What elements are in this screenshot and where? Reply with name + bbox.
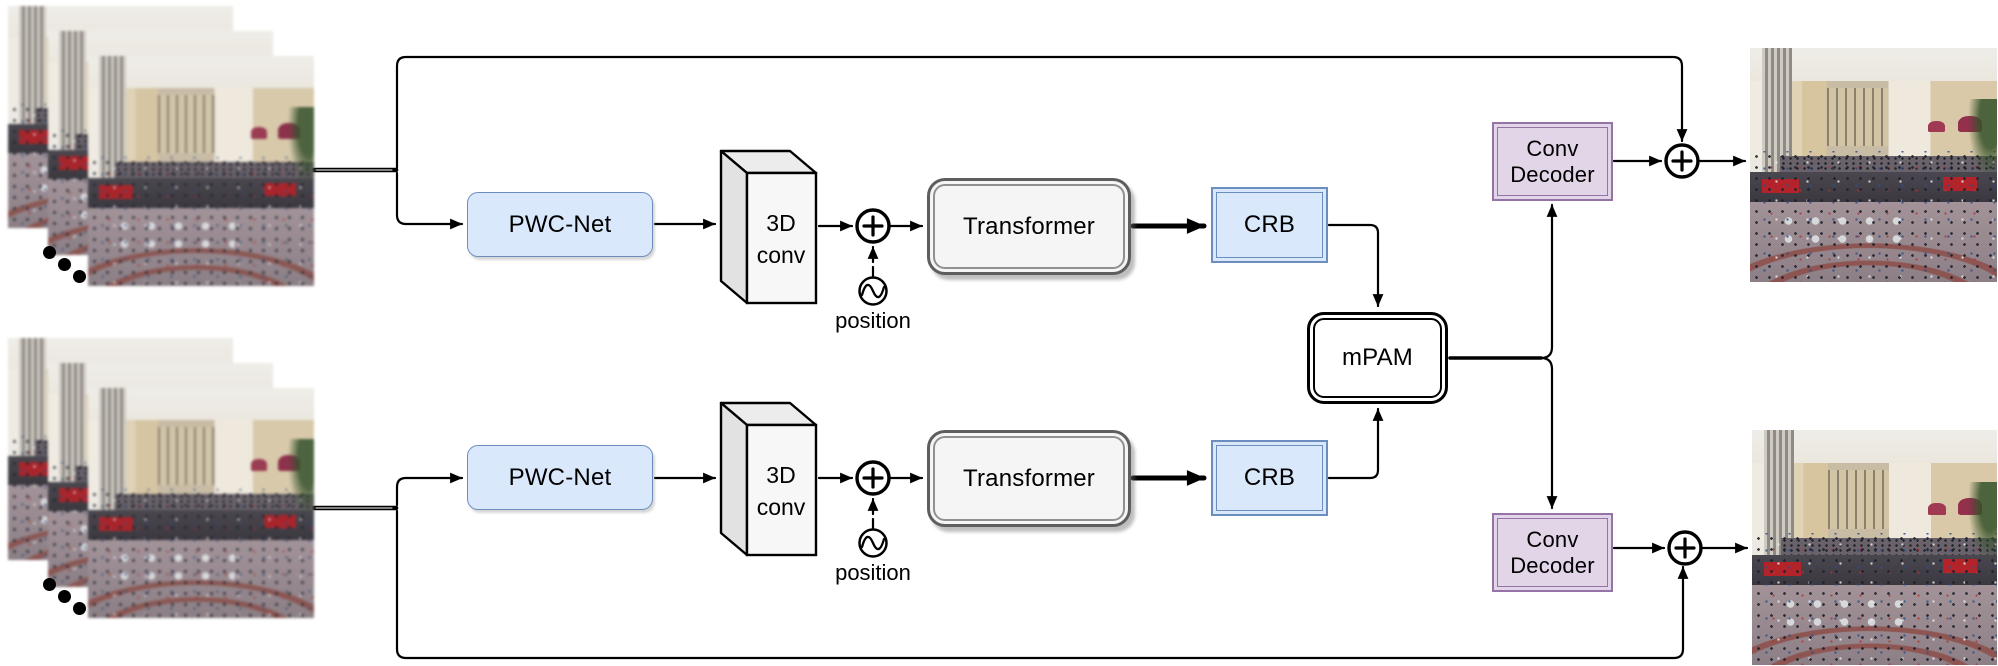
- ellipsis-dot-icon: [58, 590, 71, 603]
- conv-decoder-label-line2: Decoder: [1510, 552, 1595, 578]
- transformer-block-top: Transformer: [927, 178, 1131, 275]
- input-frame-photo: [88, 56, 314, 286]
- crb-block-top: CRB: [1211, 187, 1328, 263]
- output-frame-top: [1750, 48, 1997, 282]
- photo-layer: [284, 438, 314, 526]
- wire-crb-to-mpam-top: [1327, 223, 1384, 308]
- cuboid-front-face: [745, 171, 818, 305]
- pwc-net-label: PWC-Net: [508, 463, 612, 491]
- wire-skip-bottom: [395, 509, 1689, 660]
- transformer-block-bottom: Transformer: [927, 430, 1131, 527]
- photo-layer: [158, 427, 215, 485]
- conv3d-label-line2: conv: [757, 242, 806, 268]
- plus-icon: [855, 208, 891, 244]
- ellipsis-dot-icon: [43, 246, 56, 259]
- transformer-inner: Transformer: [933, 184, 1125, 269]
- conv3d-block-top: 3D conv: [719, 149, 819, 305]
- wire-input-to-pwc-bottom: [395, 472, 464, 507]
- input-frame-photo: [88, 388, 314, 618]
- conv-decoder-inner: Conv Decoder: [1497, 518, 1608, 587]
- photo-layer: [1927, 120, 1946, 133]
- conv3d-label-line2: conv: [757, 494, 806, 520]
- input-frame-stack-bottom: [8, 338, 318, 620]
- plus-icon: [1664, 143, 1700, 179]
- crb-inner: CRB: [1216, 192, 1323, 258]
- transformer-label: Transformer: [963, 464, 1095, 492]
- transformer-label: Transformer: [963, 212, 1095, 240]
- crb-label: CRB: [1243, 464, 1296, 491]
- wire-skip-top: [395, 55, 1688, 170]
- conv-decoder-label-line2: Decoder: [1510, 161, 1595, 187]
- photo-layer: [1928, 502, 1946, 515]
- photo-layer: [1826, 87, 1889, 147]
- photo-layer: [88, 157, 314, 286]
- photo-layer: [1827, 469, 1890, 529]
- conv-decoder-label-line1: Conv: [1526, 136, 1579, 162]
- output-frame-bottom: [1752, 430, 1997, 665]
- position-label-top: position: [835, 308, 911, 333]
- mpam-label: mPAM: [1341, 344, 1414, 371]
- crb-inner: CRB: [1216, 445, 1323, 511]
- photo-layer: [88, 489, 314, 618]
- mpam-block: mPAM: [1307, 312, 1448, 404]
- pwc-net-block-bottom: PWC-Net: [467, 445, 653, 510]
- ellipsis-dot-icon: [43, 578, 56, 591]
- conv-decoder-block-bottom: Conv Decoder: [1492, 513, 1613, 592]
- pwc-net-label: PWC-Net: [508, 210, 612, 238]
- ellipsis-dot-icon: [73, 270, 86, 283]
- input-frame-stack-top: [8, 6, 318, 288]
- photo-layer: [1750, 150, 1997, 282]
- photo-layer: [250, 127, 267, 139]
- position-label-bottom: position: [835, 560, 911, 585]
- ellipsis-dot-icon: [73, 602, 86, 615]
- cuboid-side-face: [719, 401, 749, 557]
- photo-layer: [284, 106, 314, 194]
- mpam-inner: mPAM: [1313, 318, 1442, 398]
- conv3d-label-line1: 3D: [766, 462, 795, 488]
- position-encoding-icon: [858, 528, 888, 558]
- cuboid-side-face: [719, 149, 749, 305]
- conv-decoder-block-top: Conv Decoder: [1492, 122, 1613, 201]
- cuboid-front-face: [745, 423, 818, 557]
- plus-icon: [1667, 530, 1703, 566]
- ellipsis-dot-icon: [58, 258, 71, 271]
- crb-block-bottom: CRB: [1211, 440, 1328, 516]
- wire-mpam-to-decoder-top: [1539, 203, 1558, 360]
- wire-mpam-to-decoder-bottom: [1539, 356, 1558, 510]
- transformer-inner: Transformer: [933, 436, 1125, 521]
- plus-icon: [855, 460, 891, 496]
- photo-layer: [158, 95, 215, 153]
- conv-decoder-inner: Conv Decoder: [1497, 127, 1608, 196]
- crb-label: CRB: [1243, 211, 1296, 238]
- position-encoding-icon: [858, 276, 888, 306]
- photo-layer: [1752, 533, 1997, 665]
- photo-layer: [250, 459, 267, 471]
- conv-decoder-label-line1: Conv: [1526, 527, 1579, 553]
- wire-crb-to-mpam-bottom: [1327, 407, 1384, 480]
- pwc-net-block-top: PWC-Net: [467, 192, 653, 257]
- photo-layer: [1964, 99, 1997, 189]
- wire-input-to-pwc-top: [395, 171, 464, 230]
- conv3d-label-line1: 3D: [766, 210, 795, 236]
- conv3d-block-bottom: 3D conv: [719, 401, 819, 557]
- photo-layer: [1965, 481, 1997, 571]
